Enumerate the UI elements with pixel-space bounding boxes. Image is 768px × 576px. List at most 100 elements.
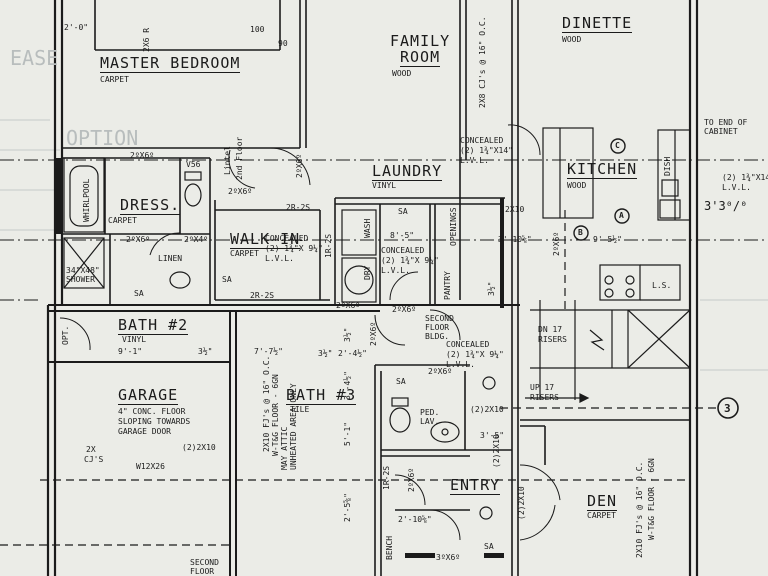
unheated-note: UNHEATED AREA ONLY: [289, 383, 298, 470]
master-bedroom-label: MASTER BEDROOM: [100, 54, 241, 73]
dim-3x6: 3ºX6º: [436, 553, 461, 562]
dim-2-10: 2'-10⅝": [398, 515, 432, 524]
bath3-name: BATH: [286, 386, 327, 404]
den-floor-note: W-T&G FLOOR - 6GN: [647, 458, 656, 540]
dry-label: DRY: [363, 265, 372, 280]
concealed-kitchen-line-2: L.V.L.: [722, 183, 751, 192]
dim-2x6-f: 2ºX6º: [369, 321, 378, 346]
second-floor-bldg-line-2: FLOOR: [425, 323, 450, 332]
lintel-note: Lintel: [223, 146, 232, 175]
bath3-floor: TILE: [290, 405, 310, 414]
dim-2x10-small: 2X10: [505, 205, 525, 214]
section-marker-b: B: [578, 228, 583, 237]
stairs-up-risers: RISERS: [530, 393, 559, 402]
bath2-label: BATH #2: [118, 316, 189, 335]
dim-3half-c: 3½": [343, 327, 352, 342]
whirlpool-label: WHIRLPOOL: [82, 178, 91, 222]
walk-in-floor: CARPET: [230, 249, 259, 258]
second-floor-vert-note: 2nd Floor: [235, 136, 244, 180]
dim-3half-a: 3½": [198, 347, 213, 356]
dim-2x6-h: 2ºX6º: [407, 467, 416, 492]
attic-note: MAY ATTIC: [280, 426, 289, 470]
dim-2-5: 2'-5⅝": [343, 493, 352, 522]
concealed-walkin-note: CONCEALED (2) 1¾"X 9¼" L.V.L.: [265, 234, 323, 264]
concealed-walkin-line-3: L.V.L.: [265, 254, 294, 263]
pantry-label: PANTRY: [443, 271, 452, 300]
laundry-floor: VINYL: [372, 181, 397, 190]
stairs-dn-label: DN 17: [538, 325, 563, 334]
second-floor-bottom-line-1: SECOND: [190, 558, 219, 567]
concealed-kitchen-note: (2) 1¾"X14" L.V.L.: [722, 173, 768, 193]
dim-9-1: 9'-1": [118, 347, 143, 356]
marker-a-circle: [614, 208, 630, 224]
to-end-line-1: TO END OF: [704, 118, 748, 127]
marker-c-circle: [610, 138, 626, 154]
kitchen-cabinets: [542, 127, 691, 301]
second-floor-bldg-line-1: SECOND: [425, 314, 454, 323]
den-floor: CARPET: [587, 511, 616, 520]
dim-3-5: 3'-5": [480, 431, 505, 440]
kitchen-label: KITCHEN: [567, 160, 638, 179]
marker-a3-circle: [479, 506, 493, 520]
concealed-laundry-line-1: CONCEALED: [381, 246, 425, 255]
sa-entry: SA: [484, 542, 494, 551]
dim-2x6-a: 2ºX6º: [130, 151, 155, 160]
stairs-up-label: UP 17: [530, 383, 555, 392]
sa-walkin: SA: [222, 275, 232, 284]
concealed-family-line-1: CONCEALED: [460, 136, 504, 145]
dress-label: DRESS.: [120, 196, 181, 215]
dim-2x6-b: 2ºX6º: [126, 235, 151, 244]
family-room-label-1: FAMILY: [390, 32, 451, 50]
stairs: [525, 300, 691, 403]
wash-label: WASH: [363, 218, 372, 238]
opt-label: OPT.: [61, 325, 70, 345]
second-floor-bottom-note: SECOND FLOOR: [190, 558, 219, 576]
concealed-laundry-line-3: L.V.L.: [381, 266, 410, 275]
second-floor-bottom-line-2: FLOOR: [190, 567, 215, 576]
concealed-family-line-2: (2) 1¾"X14": [460, 146, 513, 155]
dim-5-1: 5'-1": [343, 421, 352, 446]
concealed-kitchen-line-1: (2) 1¾"X14": [722, 173, 768, 182]
dim-7-7: 7'-7½": [254, 347, 283, 356]
garage-joist-note: 2X10 FJ's @ 16" O.C.: [262, 355, 271, 452]
dim-2x6-i: 2ºX6º: [552, 231, 561, 256]
dim-2x4: 2ºX4º: [184, 235, 209, 244]
beam-lines: [0, 210, 720, 546]
dim-3-3-0: 3'3⁰/⁰: [704, 199, 748, 213]
w12-beam-label: W12X26: [136, 462, 165, 471]
grid-bubble-3: [717, 397, 739, 419]
dim-3-10: 3'-10⅝": [498, 235, 532, 244]
faint-text-1: EASE: [10, 46, 59, 70]
dim-2x10-entry: (2)2X10: [492, 434, 501, 468]
dim-2r2s-a: 2R-2S: [286, 203, 311, 212]
bath-fixtures: [63, 157, 460, 443]
dim-3half-d: 3½": [487, 281, 496, 296]
stairs-dn-risers: RISERS: [538, 335, 567, 344]
master-bedroom-walls: [62, 0, 307, 149]
sa-bath3: SA: [396, 377, 406, 386]
interior-walls: [334, 0, 519, 576]
dinette-label: DINETTE: [562, 14, 633, 33]
door-swings: [59, 124, 561, 541]
bath2-number: #2: [168, 316, 189, 334]
bench-label: BENCH: [385, 535, 394, 560]
sa-laundry: SA: [398, 207, 408, 216]
ls-label: L.S.: [652, 281, 672, 290]
concealed-stair-line-1: CONCEALED: [446, 340, 490, 349]
ped-lav-label: PED. LAV.: [420, 408, 440, 426]
grid-lines: [0, 159, 768, 301]
to-end-line-2: CABINET: [704, 127, 738, 136]
solid-wall-segments: [55, 158, 504, 558]
dim-2x6-c: 2ºX6º: [228, 187, 253, 196]
garage-label: GARAGE: [118, 386, 179, 405]
family-room-floor: WOOD: [392, 69, 412, 78]
dim-90: 90: [278, 39, 288, 48]
garage-note-1: 4" CONC. FLOOR: [118, 407, 186, 416]
marker-b-circle: [573, 225, 589, 241]
concealed-stair-note: CONCEALED (2) 1¾"X 9¼" L.V.L.: [446, 340, 504, 370]
garage-line-walls: [48, 304, 520, 576]
dim-2x6-g: 2ºX6º: [428, 367, 453, 376]
bath3-label: BATH #3: [286, 386, 357, 405]
concealed-stair-line-2: (2) 1¾"X 9¼": [446, 350, 504, 359]
